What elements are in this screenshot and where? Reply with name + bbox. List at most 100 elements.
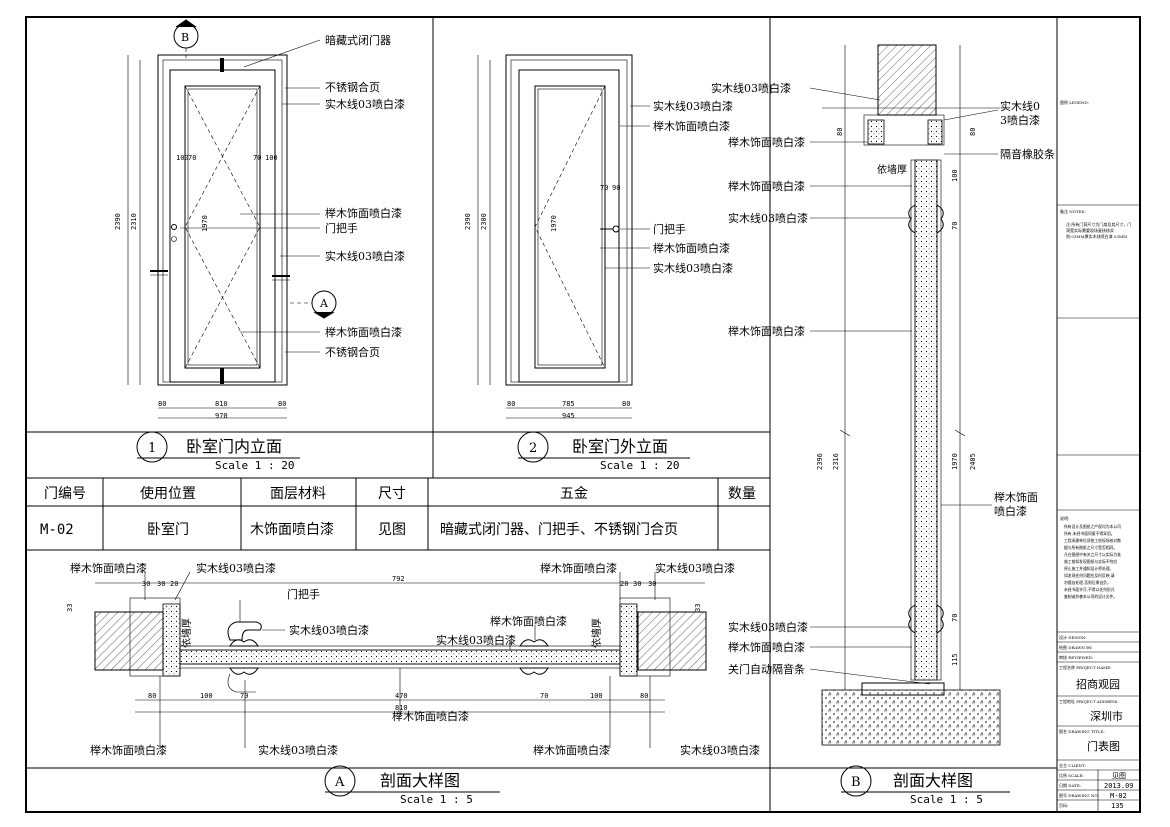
table-header-3: 尺寸 (378, 486, 406, 502)
elev1-dim-total-width: 970 (215, 412, 228, 420)
elev1-label-4: 门把手 (325, 221, 358, 235)
elev1-dim-70-a: 70 (188, 154, 196, 162)
elev1-label-5: 实木线03喷白漆 (325, 249, 405, 263)
elevation-2: 2390 2300 1970 70 90 80 785 80 945 实木线03… (464, 54, 733, 472)
secB-dim-70-b: 70 (951, 614, 959, 622)
secA-label-1: 实木线03喷白漆 (196, 561, 276, 575)
elev2-dim-panel: 1970 (550, 215, 558, 232)
tb-no: M-02 (1110, 792, 1127, 800)
secA-number: A (334, 775, 345, 790)
elev1-dim-height-total: 2390 (114, 213, 122, 230)
tb-no-label: 图号 DRAWING NO: (1059, 792, 1099, 798)
elev1-dim-100-b: 100 (265, 154, 278, 162)
tb-page-label: 页码: (1059, 802, 1068, 808)
tb-remark-6: 停止施工并通知设计师处理。 (1064, 566, 1113, 571)
secA-dim-30-a: 30 (142, 580, 150, 588)
tb-remark-7: 如发现任何问题应及时反映,请 (1064, 573, 1115, 578)
elev1-title: 卧室门内立面 (186, 437, 282, 456)
elev1-label-3: 榉木饰面喷白漆 (325, 206, 402, 220)
secB-dim-100: 100 (951, 169, 959, 182)
elev2-number: 2 (529, 441, 537, 456)
secB-scale: Scale 1 : 5 (910, 793, 983, 806)
secB-label-0: 实木线03喷白漆 (711, 81, 791, 95)
elev1-dim-70-b: 70 (253, 154, 261, 162)
elev2-dim-90: 90 (612, 184, 620, 192)
tb-remark-1: 所有,未经书面同意不得采用。 (1064, 531, 1115, 536)
tb-client-label: 业主 CLIENT: (1059, 762, 1086, 768)
secA-label-5: 实木线03喷白漆 (436, 633, 516, 647)
secA-label-8: 榉木饰面喷白漆 (392, 709, 469, 723)
elev2-label-0: 实木线03喷白漆 (653, 99, 733, 113)
secA-dim-80-a: 80 (148, 692, 156, 700)
table-cell-2: 木饰面喷白漆 (250, 522, 334, 538)
tb-drawing-title-label: 图名 DRAWING TITLE: (1059, 728, 1105, 734)
secB-dim-70-a: 70 (951, 222, 959, 230)
secA-label-3: 实木线03喷白漆 (289, 623, 369, 637)
table-header-4: 五金 (560, 486, 588, 502)
tb-note-2: 则:03MM厚实木线喷白漆 03MM (1066, 233, 1127, 239)
secB-right-label-1: 3喷白漆 (1000, 113, 1040, 127)
table-header-5: 数量 (728, 486, 756, 502)
secB-label-7: 关门自动隔音条 (728, 662, 805, 676)
table-cell-3: 见图 (378, 522, 406, 538)
secA-label-11: 榉木饰面喷白漆 (533, 743, 610, 757)
tb-checked-label: 审核 REVIEWED: (1059, 654, 1093, 660)
secA-label-12: 实木线03喷白漆 (680, 743, 760, 757)
secA-dim-470: 470 (395, 692, 408, 700)
title-block: 图例 LEGEND: 备注 NOTES: 注:所有门洞尺寸为门扇及其尺寸，门 洞… (1057, 99, 1140, 812)
tb-scale: 见图 (1112, 772, 1126, 780)
section-a: 792 80 100 70 470 70 100 80 810 30 30 20… (66, 561, 760, 806)
secA-wall-label-left: 依墙厚 (180, 618, 193, 648)
table-header-0: 门编号 (44, 486, 86, 502)
section-b: 2396 2316 1970 2405 100 70 70 115 80 80 … (711, 44, 1055, 806)
elev1-label-0: 暗藏式闭门器 (325, 33, 391, 47)
elev1-label-1: 不锈钢合页 (325, 80, 380, 94)
secB-dim-2316: 2316 (832, 453, 840, 470)
section-marker-b: B (181, 31, 189, 44)
secB-dim-80-a: 80 (836, 128, 844, 136)
secA-dim-100-a: 100 (200, 692, 213, 700)
tb-remark-3: 据与所有图纸之尺寸是否相同。 (1064, 545, 1117, 550)
tb-drawing-title: 门表图 (1087, 739, 1120, 753)
secB-right-label-3: 榉木饰面 (994, 490, 1038, 504)
tb-page: 135 (1111, 802, 1124, 810)
tb-remark-8: 勿擅自处理,否则后果自负。 (1064, 580, 1111, 585)
elev1-label-2: 实木线03喷白漆 (325, 97, 405, 111)
secA-dim-30-b: 30 (157, 580, 165, 588)
table-cell-1: 卧室门 (147, 521, 189, 538)
secA-label-6: 榉木饰面喷白漆 (540, 561, 617, 575)
secB-right-label-0: 实木线0 (1000, 99, 1040, 113)
elev1-dim-panel: 1970 (201, 215, 209, 232)
tb-remark-4: 凡在图纸中有关之尺寸以实际为准 (1064, 552, 1121, 557)
secA-dim-33-b: 33 (694, 604, 702, 612)
elev1-dim-inner-width: 810 (215, 400, 228, 408)
secA-dim-100-b: 100 (590, 692, 603, 700)
section-marker-a: A (319, 297, 329, 310)
secB-label-6: 榉木饰面喷白漆 (728, 640, 805, 654)
elev2-dim-height-total: 2390 (464, 213, 472, 230)
secA-dim-30-d: 30 (648, 580, 656, 588)
tb-address: 深圳市 (1090, 709, 1123, 723)
elev1-scale: Scale 1 : 20 (215, 459, 294, 472)
secB-dim-115: 115 (951, 653, 959, 666)
tb-date: 2013.09 (1104, 782, 1134, 790)
table-cell-0: M-02 (40, 522, 74, 538)
elev1-dim-80-left: 80 (158, 400, 166, 408)
table-header-2: 面层材料 (270, 486, 326, 502)
elev2-dim-80-right: 80 (622, 400, 630, 408)
secA-label-2: 门把手 (287, 587, 320, 601)
secA-dim-33-a: 33 (66, 604, 74, 612)
secB-label-2: 榉木饰面喷白漆 (728, 179, 805, 193)
tb-design-label: 设计 DESIGN: (1059, 634, 1087, 640)
secA-title: 剖面大样图 (380, 771, 460, 790)
secA-label-0: 榉木饰面喷白漆 (70, 561, 147, 575)
tb-remark-0: 所有设计及图纸之产权均为本公司 (1064, 524, 1121, 529)
tb-remark-9: 未经书面许可,不得以任何形式 (1064, 587, 1115, 592)
elev1-number: 1 (148, 441, 156, 456)
elev1-dim-80-right: 80 (278, 400, 286, 408)
tb-note-1: 洞宽实际需要现场复核核实 (1066, 227, 1114, 233)
tb-scale-label: 比例 SCALE: (1059, 772, 1084, 778)
secB-dim-2405: 2405 (969, 453, 977, 470)
elevation-1: 2390 2310 1970 100 70 70 100 80 810 80 9… (114, 19, 405, 472)
